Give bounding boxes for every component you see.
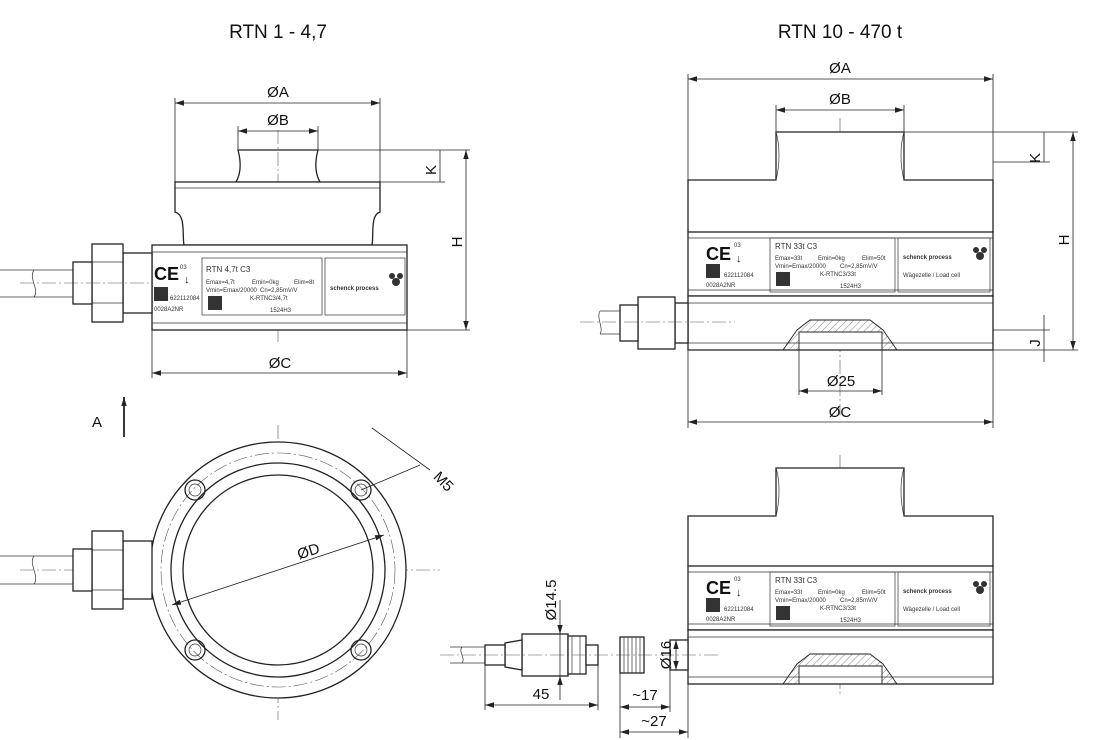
down-arrow-icon: ↓ xyxy=(736,587,742,599)
label-elim-large-2: Elim=50t xyxy=(862,590,886,596)
label-elim-large: Elim=50t xyxy=(862,256,886,262)
dim-phiA-small: ØA xyxy=(267,84,289,101)
dim-K-small: K xyxy=(423,165,440,175)
label-model-small: RTN 4,7t C3 xyxy=(206,265,251,274)
view-label-a: A xyxy=(92,414,102,431)
label-code3-large: 1524H3 xyxy=(840,284,862,290)
dim-H-large: H xyxy=(1056,235,1073,246)
down-arrow-icon: ↓ xyxy=(184,274,190,286)
label-code3-large-2: 1524H3 xyxy=(840,618,862,624)
view-a-top-view: A ØD M5 xyxy=(0,397,457,720)
dim-27: ~27 xyxy=(641,713,666,730)
ce-sup-small: 03 xyxy=(180,265,187,271)
schenck-logo-icon xyxy=(973,581,987,594)
title-large-cell: RTN 10 - 470 t xyxy=(778,22,903,43)
label-emax-large: Emax=33t xyxy=(775,256,803,262)
label-emin-small: Emin=0kg xyxy=(252,280,279,286)
qr-code-icon xyxy=(706,264,720,278)
label-sub-large: Wägezelle / Load cell xyxy=(903,273,960,279)
label-elim-small: Elim=8t xyxy=(294,280,315,286)
ce-sup-large-2: 03 xyxy=(734,577,741,583)
small-cell-dimensions: ØA ØB K H ØC xyxy=(151,84,470,378)
dim-phiB-large: ØB xyxy=(829,91,851,108)
label-cn-small: Cn=2,85mV/V xyxy=(260,288,298,294)
schenck-logo-icon xyxy=(973,247,987,260)
connector-dimensions: Ø14.5 Ø16 45 ~17 ~27 xyxy=(484,580,689,738)
brand-small: schenck process xyxy=(330,286,379,292)
large-cell-side-view: CE 03 ↓ 622112084 0028A2NR RTN 33t C3 Em… xyxy=(580,118,994,415)
qr-code-icon xyxy=(776,272,790,286)
label-serial-large-2: K-RTNC3/33t xyxy=(820,606,856,612)
label-serial-small: K-RTNC3/4,7t xyxy=(250,296,288,302)
brand-large-2: schenck process xyxy=(903,589,952,595)
qr-code-icon xyxy=(776,606,790,620)
label-model-large-2: RTN 33t C3 xyxy=(775,576,818,585)
dim-H-small: H xyxy=(449,237,466,248)
dim-M5: M5 xyxy=(430,468,457,495)
dim-phi25: Ø25 xyxy=(827,373,855,390)
dim-phi14-5: Ø14.5 xyxy=(543,580,560,621)
dim-phiB-small: ØB xyxy=(267,112,289,129)
ce-sup-large: 03 xyxy=(734,243,741,249)
dim-phi16: Ø16 xyxy=(658,641,675,669)
ce-mark-large: CE xyxy=(706,244,731,264)
dim-phiC-small: ØC xyxy=(269,355,292,372)
label-code1-large-2: 622112084 xyxy=(724,607,754,613)
large-cell-dimensions: ØA ØB K H J Ø25 ØC xyxy=(687,60,1078,428)
bolt-holes xyxy=(184,479,372,661)
dim-45: 45 xyxy=(533,686,550,703)
label-emax-large-2: Emax=33t xyxy=(775,590,803,596)
dim-phiD: ØD xyxy=(295,540,322,563)
schenck-logo-icon xyxy=(389,273,403,286)
label-vmin-large-2: Vmin=Emax/20000 xyxy=(775,598,827,604)
qr-code-icon xyxy=(154,287,168,301)
label-vmin-large: Vmin=Emax/20000 xyxy=(775,264,827,270)
dim-K-large: K xyxy=(1027,153,1044,163)
large-cell-connector-view: CE 03 ↓ 622112084 0028A2NR RTN 33t C3 Em… xyxy=(440,455,994,695)
label-sub-large-2: Wägezelle / Load cell xyxy=(903,607,960,613)
label-emax-small: Emax=4,7t xyxy=(206,280,235,286)
label-code2-large: 0028A2NR xyxy=(706,283,736,289)
label-code2-small: 0028A2NR xyxy=(154,307,184,313)
ce-mark-small: CE xyxy=(154,264,179,284)
label-code3-small: 1524H3 xyxy=(270,308,292,314)
label-emin-large-2: Emin=0kg xyxy=(818,590,845,596)
small-cell-side-view: CE 03 ↓ 622112084 0028A2NR RTN 4,7t C3 E… xyxy=(0,130,408,345)
title-small-cell: RTN 1 - 4,7 xyxy=(229,22,327,43)
label-model-large: RTN 33t C3 xyxy=(775,242,818,251)
label-code1-small: 622112084 xyxy=(170,296,200,302)
label-vmin-small: Vmin=Emax/20000 xyxy=(206,288,258,294)
dim-17: ~17 xyxy=(632,687,657,704)
label-emin-large: Emin=0kg xyxy=(818,256,845,262)
ce-mark-large-2: CE xyxy=(706,578,731,598)
dim-phiA-large: ØA xyxy=(829,60,851,77)
down-arrow-icon: ↓ xyxy=(736,253,742,265)
label-cn-large-2: Cn=2,85mV/V xyxy=(840,598,878,604)
dim-phiC-large: ØC xyxy=(829,404,852,421)
label-code2-large-2: 0028A2NR xyxy=(706,617,736,623)
label-serial-large: K-RTNC3/33t xyxy=(820,272,856,278)
brand-large: schenck process xyxy=(903,255,952,261)
label-cn-large: Cn=2,85mV/V xyxy=(840,264,878,270)
qr-code-icon xyxy=(208,296,222,310)
qr-code-icon xyxy=(706,598,720,612)
label-code1-large: 622112084 xyxy=(724,273,754,279)
dim-J: J xyxy=(1027,339,1044,347)
